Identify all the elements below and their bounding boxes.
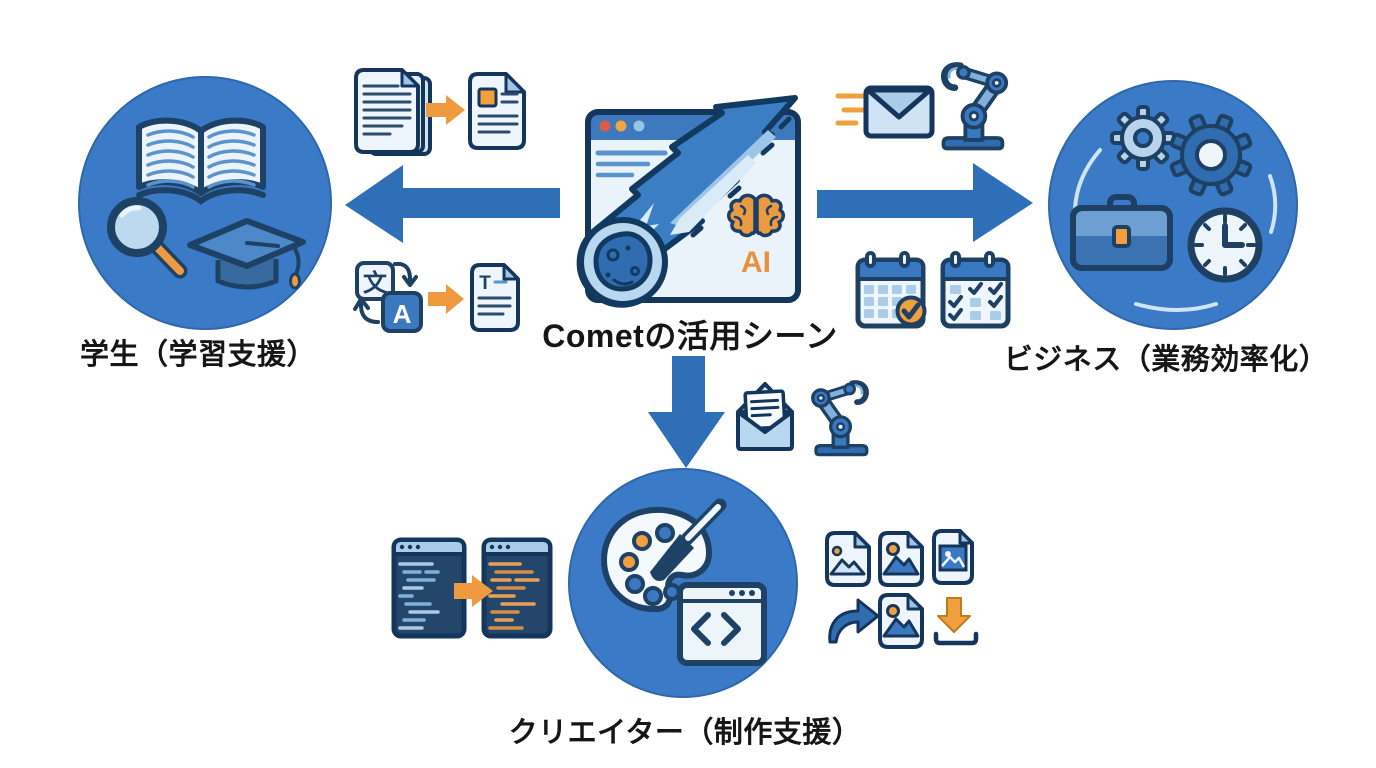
open-book-icon (136, 117, 266, 205)
cluster-mail-robot (736, 372, 880, 460)
envelope-icon (863, 85, 935, 139)
calendar-check-badge-icon (855, 251, 927, 329)
document-letter: T (479, 273, 491, 294)
creators-node (568, 468, 798, 698)
small-gear-icon (1110, 105, 1176, 171)
window-dot-blue (633, 120, 645, 132)
ai-brain-icon: AI (727, 193, 786, 279)
down-arrow-icon (648, 356, 725, 468)
business-label: ビジネス（業務効率化） (1003, 344, 1329, 376)
center-title: Cometの活用シーン (542, 318, 838, 354)
orange-arrow-right-icon (426, 95, 465, 125)
arrow-to-students (345, 165, 560, 243)
creators-label: クリエイター（制作支援） (508, 717, 862, 749)
document-stack-icon (354, 68, 432, 156)
students-node (78, 76, 332, 330)
ai-badge-label: AI (741, 246, 771, 279)
students-circle (78, 76, 332, 330)
window-dot-orange (615, 120, 627, 132)
translate-source-char: 文 (363, 269, 388, 297)
paintbrush-icon (650, 498, 727, 581)
cluster-translate: 文 A T (353, 261, 520, 333)
cluster-mail-automation (835, 60, 1024, 160)
large-gear-icon (1169, 113, 1253, 197)
briefcase-icon (1070, 194, 1173, 271)
translate-icon: 文 A (353, 261, 423, 333)
cluster-code-transform (391, 537, 553, 639)
clock-icon (1187, 207, 1263, 283)
right-arrow-icon (817, 163, 1033, 242)
framed-image-file-icon (932, 529, 974, 585)
code-editor-orange-icon (481, 537, 553, 639)
translate-target-char: A (393, 299, 412, 329)
text-document-icon: T (470, 263, 520, 332)
robot-arm-icon (944, 65, 1007, 148)
open-envelope-icon (736, 382, 794, 451)
arrow-to-creators (648, 356, 725, 468)
image-file-icon (825, 531, 871, 587)
graduation-cap-icon (187, 218, 306, 290)
cluster-summarize (354, 68, 526, 156)
code-editor-blue-icon (391, 537, 467, 639)
center-comet-browser: AI (576, 95, 801, 308)
arrow-to-business (817, 163, 1033, 242)
image-file-sun-icon (878, 593, 924, 649)
cluster-image-workflow (825, 529, 979, 649)
code-window-icon (677, 582, 767, 666)
comet-icon (576, 95, 798, 308)
calendar-tasks-icon (940, 251, 1011, 329)
business-node (1048, 80, 1298, 330)
left-arrow-icon (345, 165, 560, 243)
summary-document-icon (468, 72, 526, 150)
image-file-sun-icon (878, 531, 924, 587)
share-arrow-icon (828, 598, 880, 644)
speed-lines-icon (835, 93, 867, 126)
decorative-arcs (1073, 148, 1278, 312)
window-dot-red (599, 120, 611, 132)
students-label: 学生（学習支援） (79, 339, 316, 371)
robot-arm-icon (813, 383, 867, 455)
magnifying-glass-icon (107, 197, 188, 279)
orange-arrow-right-icon (454, 575, 493, 607)
download-icon (933, 597, 979, 646)
orange-arrow-right-icon (428, 284, 464, 314)
cluster-scheduling (855, 251, 1011, 329)
